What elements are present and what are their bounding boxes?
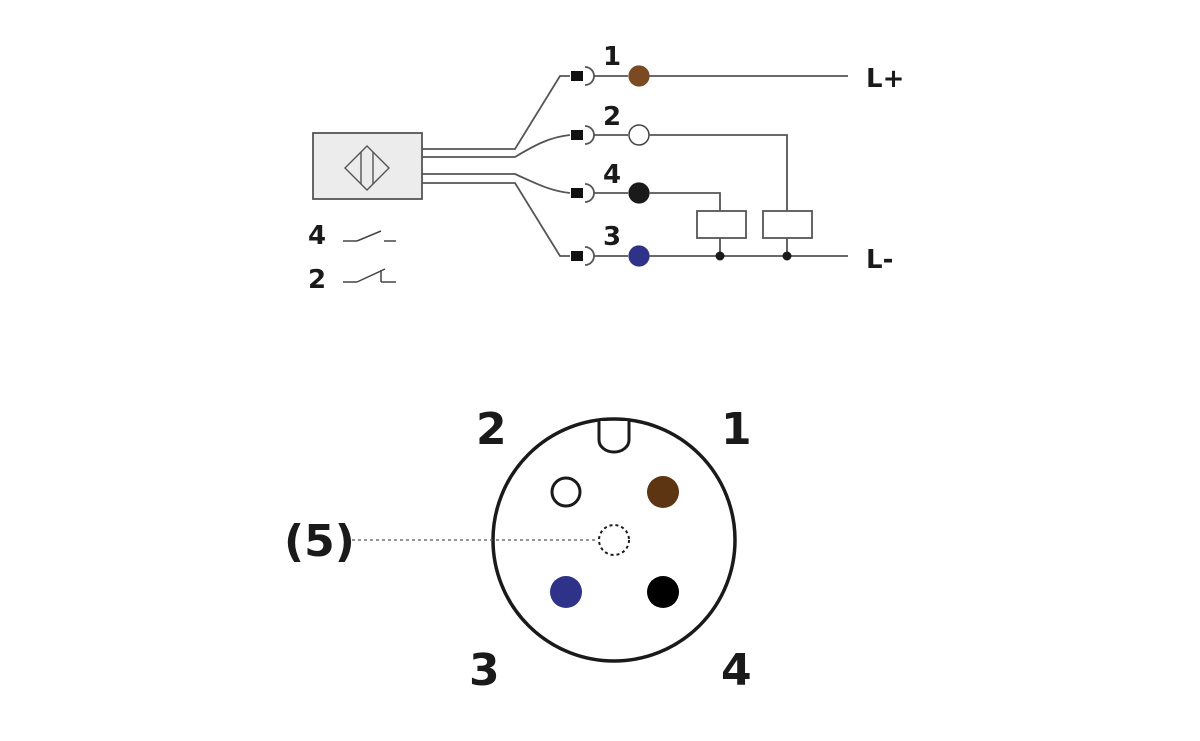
connector-symbol-pin-4 — [571, 183, 628, 203]
connector-label-2: 2 — [476, 404, 507, 455]
inductive-sensor-icon — [344, 145, 390, 191]
legend-pin-4-label: 4 — [308, 221, 326, 251]
supply-plus-label: L+ — [866, 64, 904, 94]
load-relay-pin-2 — [762, 210, 813, 239]
connector-pin-1 — [647, 476, 679, 508]
normally-open-contact-icon — [343, 230, 396, 242]
connector-symbol-pin-1 — [571, 66, 628, 86]
normally-closed-contact-icon — [343, 268, 396, 283]
circuit-wiring — [649, 75, 848, 257]
connector-pin-3 — [550, 576, 582, 608]
terminal-label-4: 4 — [603, 160, 621, 190]
connector-label-3: 3 — [469, 645, 500, 696]
terminal-label-1: 1 — [603, 42, 621, 72]
sensor-body — [312, 132, 423, 200]
connector-label-1: 1 — [721, 404, 752, 455]
terminal-dot-2 — [628, 124, 650, 146]
connector-pin-2 — [550, 476, 582, 508]
legend-pin-2-label: 2 — [308, 265, 326, 295]
sensor-cable — [422, 75, 571, 257]
connector-symbol-pin-3 — [571, 246, 628, 266]
coding-key — [597, 421, 631, 454]
connector-label-5: (5) — [284, 516, 355, 567]
terminal-dot-1 — [628, 65, 650, 87]
connector-pin-4 — [647, 576, 679, 608]
supply-minus-label: L- — [866, 245, 893, 275]
connector-label-4: 4 — [721, 645, 752, 696]
terminal-label-3: 3 — [603, 222, 621, 252]
terminal-label-2: 2 — [603, 102, 621, 132]
terminal-dot-4 — [628, 182, 650, 204]
terminal-dot-3 — [628, 245, 650, 267]
junction-dot — [782, 251, 792, 261]
junction-dot — [715, 251, 725, 261]
load-relay-pin-4 — [696, 210, 747, 239]
connector-symbol-pin-2 — [571, 125, 628, 145]
connector-pin-5-optional — [598, 524, 630, 556]
